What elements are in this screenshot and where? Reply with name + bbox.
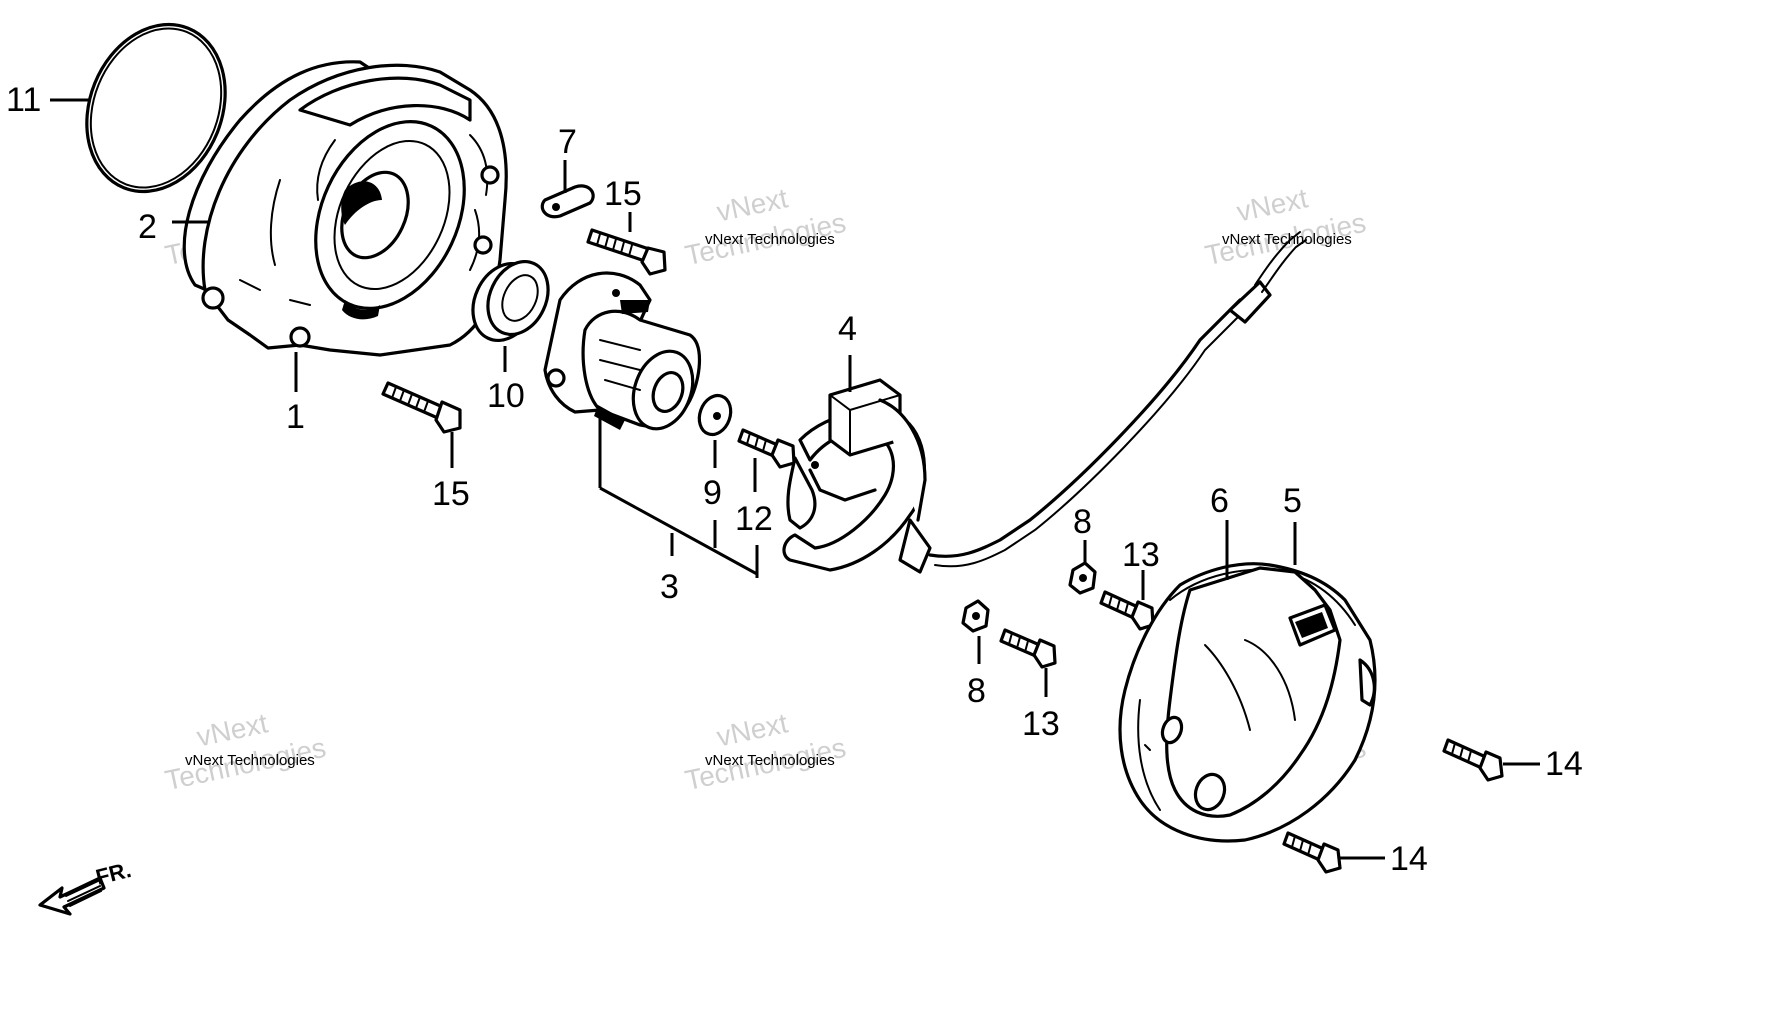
wire-harness-part xyxy=(928,298,1242,558)
callout-15-lower: 15 xyxy=(432,475,470,513)
bolt-part xyxy=(1099,590,1155,631)
front-direction-label: FR. xyxy=(93,857,133,890)
callout-12: 12 xyxy=(735,500,773,538)
callout-13-upper: 13 xyxy=(1122,536,1160,574)
callout-5: 5 xyxy=(1283,482,1302,520)
watermark: vNext Technologies xyxy=(682,182,848,271)
bolt-part xyxy=(586,228,667,276)
nut-part xyxy=(1068,561,1097,595)
watermark-text: vNext Technologies xyxy=(705,231,835,248)
pulse-generator-part xyxy=(782,378,932,574)
watermark: vNext Technologies xyxy=(1202,182,1368,271)
callout-4: 4 xyxy=(838,310,857,348)
callout-9: 9 xyxy=(703,474,722,512)
bolt-part xyxy=(737,428,796,469)
callout-6: 6 xyxy=(1210,482,1229,520)
screw-part xyxy=(1282,831,1342,874)
leader-lines xyxy=(50,98,1540,860)
screw-part xyxy=(1442,738,1504,782)
cable-clamp-part xyxy=(540,184,595,219)
front-direction-arrow xyxy=(38,876,106,916)
watermark: vNext Technologies xyxy=(682,707,848,796)
watermark: vNext Technologies xyxy=(162,707,328,796)
bolt-part xyxy=(381,381,462,434)
callout-10: 10 xyxy=(487,377,525,415)
callout-11: 11 xyxy=(6,81,41,119)
generator-housing-part xyxy=(201,63,508,357)
bolt-part xyxy=(999,628,1057,669)
o-ring-inner-edge xyxy=(89,27,223,189)
callout-14-upper: 14 xyxy=(1545,745,1583,783)
callout-8-lower: 8 xyxy=(967,672,986,710)
callout-13-lower: 13 xyxy=(1022,705,1060,743)
oil-seal-part xyxy=(471,259,550,343)
stator-assembly-part xyxy=(543,271,702,431)
wire-lead xyxy=(1261,239,1307,293)
callout-7: 7 xyxy=(558,123,577,161)
callout-8-upper: 8 xyxy=(1073,503,1092,541)
callout-2: 2 xyxy=(138,208,157,246)
watermark-text: vNext Technologies xyxy=(1222,231,1352,248)
callout-15-upper: 15 xyxy=(604,175,642,213)
nut-part xyxy=(961,599,990,633)
watermark-text: vNext Technologies xyxy=(705,752,835,769)
callout-3: 3 xyxy=(660,568,679,606)
watermark-text: vNext Technologies xyxy=(185,752,315,769)
wire-lead xyxy=(1254,231,1301,286)
o-ring-part xyxy=(85,22,227,194)
wire-harness-edge xyxy=(934,309,1246,568)
callout-1: 1 xyxy=(286,398,305,436)
wire-connector-part xyxy=(1228,280,1272,324)
washer-part xyxy=(697,393,733,437)
outer-cover-part xyxy=(1118,562,1377,843)
callout-14-lower: 14 xyxy=(1390,840,1428,878)
